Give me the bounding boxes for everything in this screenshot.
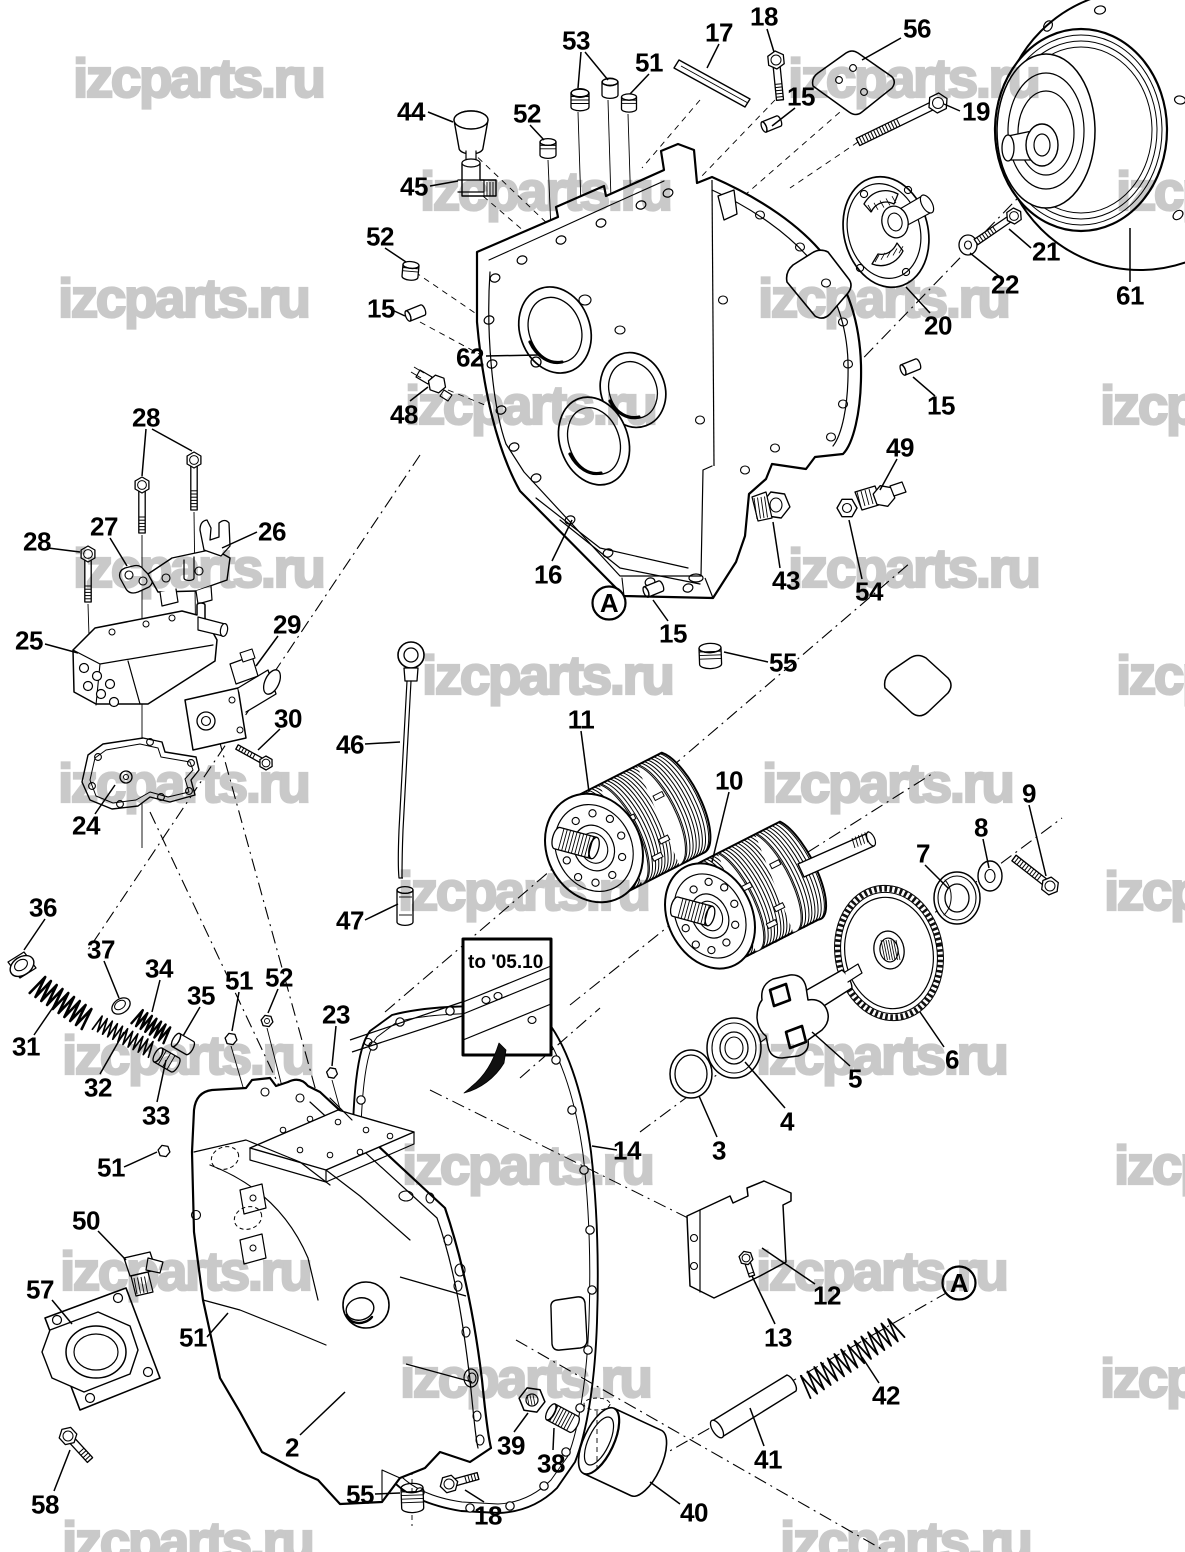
svg-text:14: 14 — [613, 1136, 642, 1166]
svg-text:21: 21 — [1032, 237, 1060, 267]
svg-text:48: 48 — [390, 400, 418, 430]
svg-text:57: 57 — [26, 1275, 54, 1305]
svg-text:izcparts.ru: izcparts.ru — [788, 537, 1041, 599]
svg-text:izcparts.ru: izcparts.ru — [1100, 374, 1185, 436]
svg-text:62: 62 — [456, 343, 484, 373]
svg-text:5: 5 — [848, 1064, 862, 1094]
svg-text:izcparts.ru: izcparts.ru — [405, 374, 658, 436]
svg-text:15: 15 — [927, 391, 955, 421]
svg-text:izcparts.ru: izcparts.ru — [398, 860, 651, 922]
svg-text:34: 34 — [145, 954, 174, 984]
svg-text:36: 36 — [29, 893, 57, 923]
svg-text:izcparts.ru: izcparts.ru — [1114, 1134, 1185, 1196]
svg-text:izcparts.ru: izcparts.ru — [402, 1134, 655, 1196]
svg-text:izcparts.ru: izcparts.ru — [73, 537, 326, 599]
svg-text:27: 27 — [90, 512, 118, 542]
svg-text:izcparts.ru: izcparts.ru — [756, 1024, 1009, 1086]
svg-text:25: 25 — [15, 626, 43, 656]
svg-text:8: 8 — [974, 813, 988, 843]
svg-text:45: 45 — [400, 172, 428, 202]
svg-text:izcparts.ru: izcparts.ru — [1104, 860, 1185, 922]
svg-text:51: 51 — [225, 966, 253, 996]
svg-text:izcparts.ru: izcparts.ru — [62, 1510, 315, 1552]
svg-text:52: 52 — [513, 99, 541, 129]
svg-text:33: 33 — [142, 1101, 170, 1131]
svg-text:izcparts.ru: izcparts.ru — [422, 644, 675, 706]
svg-text:52: 52 — [265, 963, 293, 993]
svg-text:15: 15 — [659, 619, 687, 649]
svg-text:15: 15 — [787, 82, 815, 112]
svg-text:28: 28 — [132, 403, 160, 433]
svg-text:23: 23 — [322, 1000, 350, 1030]
svg-text:to '05.10: to '05.10 — [468, 952, 543, 973]
svg-text:6: 6 — [945, 1045, 959, 1075]
svg-text:A: A — [950, 1268, 969, 1298]
svg-text:24: 24 — [72, 811, 101, 841]
svg-text:35: 35 — [187, 981, 215, 1011]
svg-text:18: 18 — [750, 2, 778, 32]
svg-text:51: 51 — [97, 1153, 125, 1183]
svg-text:40: 40 — [680, 1498, 708, 1528]
svg-text:izcparts.ru: izcparts.ru — [788, 47, 1041, 109]
svg-text:11: 11 — [568, 705, 595, 735]
svg-text:10: 10 — [715, 766, 743, 796]
svg-text:izcparts.ru: izcparts.ru — [1100, 1347, 1185, 1409]
svg-text:izcparts.ru: izcparts.ru — [1116, 644, 1185, 706]
svg-text:13: 13 — [764, 1323, 792, 1353]
svg-text:7: 7 — [916, 839, 930, 869]
svg-text:izcparts.ru: izcparts.ru — [756, 1240, 1009, 1302]
svg-text:22: 22 — [991, 270, 1019, 300]
svg-text:54: 54 — [855, 577, 884, 607]
svg-text:39: 39 — [497, 1431, 525, 1461]
svg-text:58: 58 — [31, 1490, 59, 1520]
svg-text:26: 26 — [258, 517, 286, 547]
svg-text:izcparts.ru: izcparts.ru — [762, 752, 1015, 814]
svg-text:47: 47 — [336, 906, 364, 936]
svg-text:51: 51 — [179, 1323, 207, 1353]
svg-text:56: 56 — [903, 14, 931, 44]
svg-text:37: 37 — [87, 935, 115, 965]
svg-text:izcparts.ru: izcparts.ru — [58, 267, 311, 329]
svg-text:18: 18 — [474, 1501, 502, 1531]
svg-text:55: 55 — [769, 648, 797, 678]
svg-text:49: 49 — [886, 433, 914, 463]
svg-text:izcparts.ru: izcparts.ru — [758, 267, 1011, 329]
svg-text:51: 51 — [635, 48, 663, 78]
svg-text:9: 9 — [1022, 779, 1036, 809]
svg-text:41: 41 — [754, 1445, 782, 1475]
svg-text:izcparts.ru: izcparts.ru — [60, 1240, 313, 1302]
svg-text:44: 44 — [397, 97, 426, 127]
svg-text:A: A — [600, 588, 619, 618]
svg-text:izcparts.ru: izcparts.ru — [400, 1347, 653, 1409]
svg-text:izcparts.ru: izcparts.ru — [1116, 160, 1185, 222]
svg-text:izcparts.ru: izcparts.ru — [62, 1024, 315, 1086]
svg-text:28: 28 — [23, 527, 51, 557]
svg-text:4: 4 — [780, 1107, 795, 1137]
svg-text:16: 16 — [534, 560, 562, 590]
svg-text:izcparts.ru: izcparts.ru — [58, 752, 311, 814]
svg-text:46: 46 — [336, 730, 364, 760]
svg-text:3: 3 — [712, 1136, 726, 1166]
svg-text:42: 42 — [872, 1381, 900, 1411]
svg-text:19: 19 — [962, 97, 990, 127]
svg-text:32: 32 — [84, 1073, 112, 1103]
svg-text:12: 12 — [813, 1281, 841, 1311]
svg-text:30: 30 — [274, 704, 302, 734]
svg-text:2: 2 — [285, 1433, 299, 1463]
svg-text:izcparts.ru: izcparts.ru — [73, 47, 326, 109]
svg-text:53: 53 — [562, 26, 590, 56]
svg-text:izcparts.ru: izcparts.ru — [420, 160, 673, 222]
svg-text:55: 55 — [346, 1480, 374, 1510]
svg-text:31: 31 — [12, 1032, 40, 1062]
svg-text:29: 29 — [273, 610, 301, 640]
svg-text:15: 15 — [367, 294, 395, 324]
svg-text:20: 20 — [924, 311, 952, 341]
svg-text:38: 38 — [537, 1449, 565, 1479]
svg-text:17: 17 — [705, 18, 733, 48]
svg-text:52: 52 — [366, 222, 394, 252]
svg-text:izcparts.ru: izcparts.ru — [780, 1510, 1033, 1552]
svg-text:61: 61 — [1116, 281, 1144, 311]
svg-text:43: 43 — [772, 566, 800, 596]
svg-text:50: 50 — [72, 1206, 100, 1236]
